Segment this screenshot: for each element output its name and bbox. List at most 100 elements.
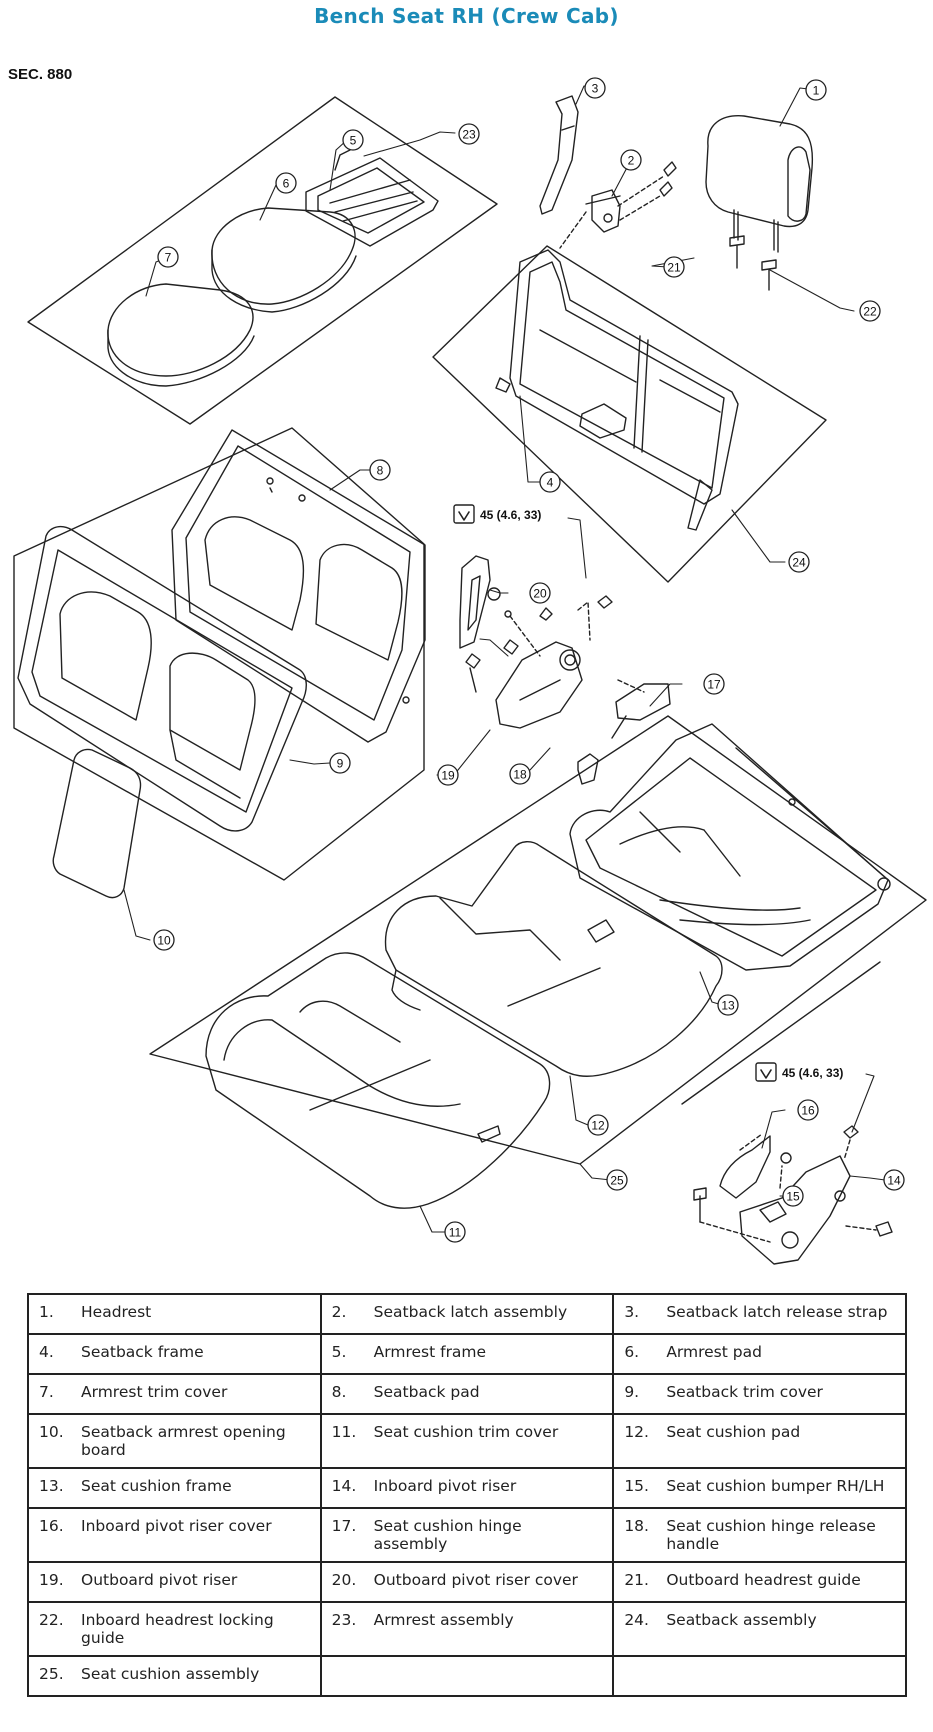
callout-7: 7	[157, 246, 179, 268]
legend-cell: 5.Armrest frame	[319, 1333, 615, 1375]
legend-item-label: Inboard headrest locking guide	[81, 1611, 274, 1647]
hinge-and-riser-parts	[459, 555, 671, 785]
callout-number: 1	[813, 84, 820, 98]
callout-number: 19	[441, 769, 455, 783]
legend-item-number: 5.	[331, 1343, 347, 1361]
callout-number: 12	[591, 1119, 605, 1133]
legend-item-label: Seat cushion frame	[81, 1477, 232, 1495]
callout-number: 25	[610, 1174, 624, 1188]
legend-item-label: Outboard pivot riser cover	[373, 1571, 578, 1589]
legend-item-number: 22.	[39, 1611, 64, 1629]
inboard-pivot-riser-inset	[681, 961, 893, 1265]
callout-number: 21	[667, 261, 681, 275]
callout-13: 13	[717, 994, 739, 1016]
torque-spec-lower-text: 45 (4.6, 33)	[782, 1066, 843, 1080]
seatback-pad	[171, 429, 426, 743]
callout-14: 14	[883, 1169, 905, 1191]
legend-item-label: Headrest	[81, 1303, 152, 1321]
legend-item-label: Seatback pad	[373, 1383, 480, 1401]
legend-item-number: 3.	[624, 1303, 640, 1321]
legend-cell: 13.Seat cushion frame	[27, 1467, 322, 1509]
legend-cell: 4. Seatback frame	[27, 1333, 322, 1375]
legend-cell: 24.Seatback assembly	[612, 1601, 907, 1657]
seatback-frame	[495, 249, 739, 531]
legend-cell	[612, 1655, 907, 1697]
legend-cell: 8.Seatback pad	[319, 1373, 615, 1415]
callout-number: 14	[887, 1174, 901, 1188]
section-label: SEC. 880	[8, 66, 73, 83]
torque-spec-upper-text: 45 (4.6, 33)	[480, 508, 541, 522]
legend-item-number: 4.	[39, 1343, 54, 1361]
legend-cell: 11.Seat cushion trim cover	[319, 1413, 615, 1469]
callout-12: 12	[587, 1114, 609, 1136]
legend-item-number: 2.	[331, 1303, 347, 1321]
seat-cushion-assembly-panel	[149, 715, 927, 1209]
callout-number: 16	[801, 1104, 815, 1118]
legend-item-label: Seat cushion assembly	[81, 1665, 260, 1683]
callout-21: 21	[663, 256, 685, 278]
callout-number: 6	[283, 177, 290, 191]
armrest-frame	[305, 149, 439, 247]
headrest	[705, 115, 814, 253]
legend-cell: 25. Seat cushion assembly	[27, 1655, 322, 1697]
seatback-assembly-panel	[432, 245, 827, 583]
callout-25: 25	[606, 1169, 628, 1191]
seat-cushion-pad	[384, 841, 723, 1077]
legend-item-number: 9.	[624, 1383, 640, 1401]
legend-item-label: Seat cushion bumper RH/LH	[666, 1477, 885, 1495]
armrest-trim-cover	[107, 283, 255, 387]
seatback-latch-release-strap	[539, 95, 579, 215]
legend-cell: 18.Seat cushion hinge release handle	[612, 1507, 907, 1563]
callout-number: 10	[157, 934, 171, 948]
legend-item-number: 25.	[39, 1665, 64, 1683]
legend-item-label: Seat cushion hinge assembly	[373, 1517, 522, 1553]
callout-10: 10	[153, 929, 175, 951]
callout-number: 22	[863, 305, 877, 319]
callout-number: 7	[165, 251, 172, 265]
legend-item-number: 18.	[624, 1517, 649, 1535]
callout-number: 3	[592, 82, 599, 96]
legend-item-label: Armrest assembly	[373, 1611, 514, 1629]
legend-item-number: 7.	[39, 1383, 54, 1401]
callout-number: 13	[721, 999, 735, 1013]
callout-8: 8	[369, 459, 391, 481]
callout-6: 6	[275, 172, 297, 194]
legend-item-label: Seatback assembly	[666, 1611, 817, 1629]
callout-number: 15	[786, 1190, 800, 1204]
callout-number: 5	[350, 134, 357, 148]
legend-cell: 9.Seatback trim cover	[612, 1373, 907, 1415]
callout-2: 2	[620, 149, 642, 171]
legend-item-label: Seatback frame	[81, 1343, 204, 1361]
armrest-assembly-panel	[27, 96, 498, 425]
callout-number: 4	[547, 476, 554, 490]
callout-19: 19	[437, 764, 459, 786]
legend-item-label: Outboard headrest guide	[666, 1571, 861, 1589]
callout-20: 20	[529, 582, 551, 604]
callout-number: 11	[449, 1226, 462, 1240]
callout-16: 16	[797, 1099, 819, 1121]
legend-item-label: Seat cushion pad	[666, 1423, 801, 1441]
legend-item-label: Armrest trim cover	[81, 1383, 228, 1401]
armrest-pad	[211, 207, 357, 313]
callout-1: 1	[805, 79, 827, 101]
legend-cell: 10.Seatback armrest opening board	[27, 1413, 322, 1469]
legend-item-number: 21.	[624, 1571, 649, 1589]
legend-cell: 6.Armrest pad	[612, 1333, 907, 1375]
legend-cell: 7. Armrest trim cover	[27, 1373, 322, 1415]
callout-number: 18	[513, 768, 527, 782]
legend-item-label: Seatback latch assembly	[373, 1303, 568, 1321]
legend-item-label: Seat cushion trim cover	[373, 1423, 559, 1441]
callout-4: 4	[539, 471, 561, 493]
callout-11: 11	[444, 1221, 466, 1243]
legend-cell: 19.Outboard pivot riser	[27, 1561, 322, 1603]
callout-number: 20	[533, 587, 547, 601]
legend-item-label: Seatback armrest opening board	[81, 1423, 286, 1459]
legend-item-number: 19.	[39, 1571, 64, 1589]
callout-number: 9	[337, 757, 344, 771]
legend-item-label: Seatback latch release strap	[666, 1303, 888, 1321]
